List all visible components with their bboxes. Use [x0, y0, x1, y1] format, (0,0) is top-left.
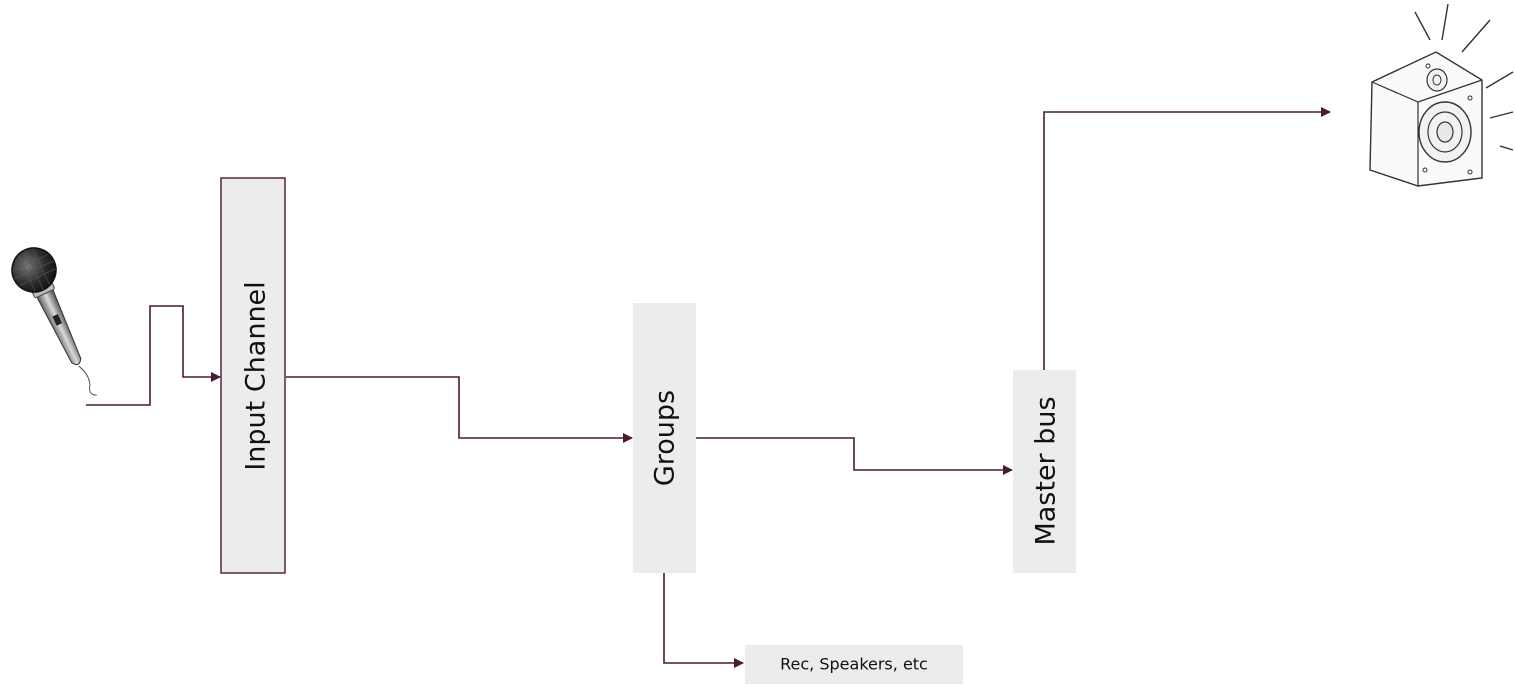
- groups-label: Groups: [650, 390, 681, 486]
- input-channel-block: Input Channel: [220, 177, 286, 574]
- connector-groups-to-master: [696, 437, 1013, 475]
- rec-speakers-label: Rec, Speakers, etc: [780, 655, 928, 674]
- master-bus-label: Master bus: [1031, 396, 1062, 545]
- rec-speakers-block: Rec, Speakers, etc: [745, 645, 963, 684]
- loudspeaker-icon: [1369, 3, 1514, 187]
- connector-mic-to-input: [86, 305, 221, 406]
- connector-input-to-groups: [286, 376, 633, 443]
- connector-master-to-speaker: [1043, 107, 1331, 370]
- input-channel-label: Input Channel: [241, 281, 272, 470]
- master-bus-block: Master bus: [1013, 370, 1076, 573]
- connectors: [86, 107, 1331, 668]
- connector-groups-to-rec: [663, 573, 744, 668]
- groups-block: Groups: [633, 303, 696, 573]
- microphone-icon: [11, 247, 97, 396]
